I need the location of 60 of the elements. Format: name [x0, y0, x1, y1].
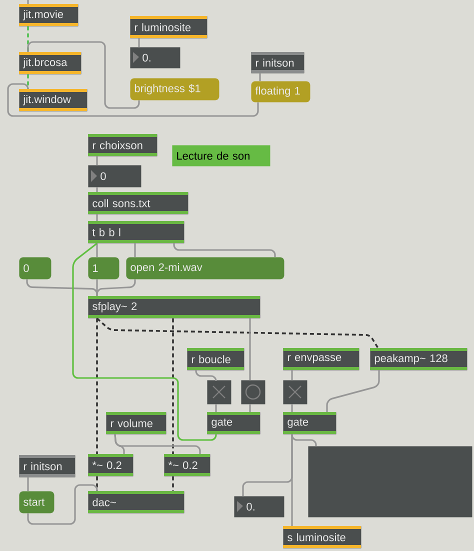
object-box: jit.window	[19, 89, 88, 112]
message-box: 1	[88, 257, 120, 280]
button-box	[241, 380, 266, 404]
patch-cord	[134, 243, 136, 257]
patch-cord	[195, 370, 217, 382]
toggle-box	[283, 380, 308, 404]
message-box: start	[19, 491, 54, 514]
object-box: gate	[207, 412, 260, 434]
patch-cord	[27, 477, 29, 491]
patch-cord	[138, 38, 140, 47]
message-box: open 2-mi.wav	[126, 257, 284, 280]
object-box: peakamp~ 128	[370, 348, 468, 370]
object-box: sfplay~ 2	[88, 296, 260, 318]
object-box: r envpasse	[283, 348, 360, 370]
object-box: jit.brcosa	[19, 52, 82, 74]
object-box: r boucle	[187, 348, 244, 370]
message-box: 0	[19, 257, 52, 280]
object-box: coll sons.txt	[88, 192, 188, 214]
object-box: r initson	[251, 52, 304, 74]
object-box: gate	[283, 412, 336, 434]
object-box: s luminosite	[283, 526, 362, 548]
patch-cord	[291, 370, 293, 380]
patch-cord	[172, 476, 174, 491]
patch-cord	[96, 243, 98, 257]
number-box: 0.	[234, 496, 284, 518]
patch-cord	[96, 318, 379, 348]
patch-cord	[96, 156, 98, 165]
patch-cord	[215, 404, 217, 412]
number-box: 0.	[130, 47, 180, 68]
patch-cord	[96, 214, 98, 221]
patch-cord	[291, 404, 293, 412]
number-box: 0	[88, 165, 142, 188]
message-box: brightness $1	[130, 78, 220, 100]
patch-cord	[7, 83, 259, 117]
object-box: jit.movie	[19, 4, 78, 26]
patch-cord	[259, 73, 261, 81]
object-box: *~ 0.2	[164, 454, 210, 476]
patch-cord	[27, 41, 140, 109]
patch-cord	[27, 484, 98, 525]
patch-cord	[249, 318, 251, 380]
patch-cord	[172, 318, 174, 454]
patch-cord	[27, 0, 29, 4]
patch-cord	[114, 434, 201, 454]
patch-cord	[72, 242, 217, 441]
object-box: r initson	[19, 455, 76, 478]
patch-cord	[291, 434, 317, 446]
object-box: dac~	[88, 491, 184, 514]
object-box: t b b l	[88, 221, 184, 244]
patch-cord	[96, 318, 98, 454]
message-box: floating 1	[251, 81, 310, 102]
patch-cord	[96, 187, 98, 192]
patch-cord	[96, 279, 98, 296]
object-box: r luminosite	[130, 16, 208, 38]
object-box: *~ 0.2	[88, 454, 134, 476]
object-box: r choixson	[88, 134, 158, 156]
toggle-box	[207, 380, 232, 404]
patch-cord	[249, 404, 251, 412]
comment-label: Lecture de son	[172, 145, 270, 166]
object-box: r volume	[106, 412, 166, 434]
display-box	[308, 446, 472, 518]
